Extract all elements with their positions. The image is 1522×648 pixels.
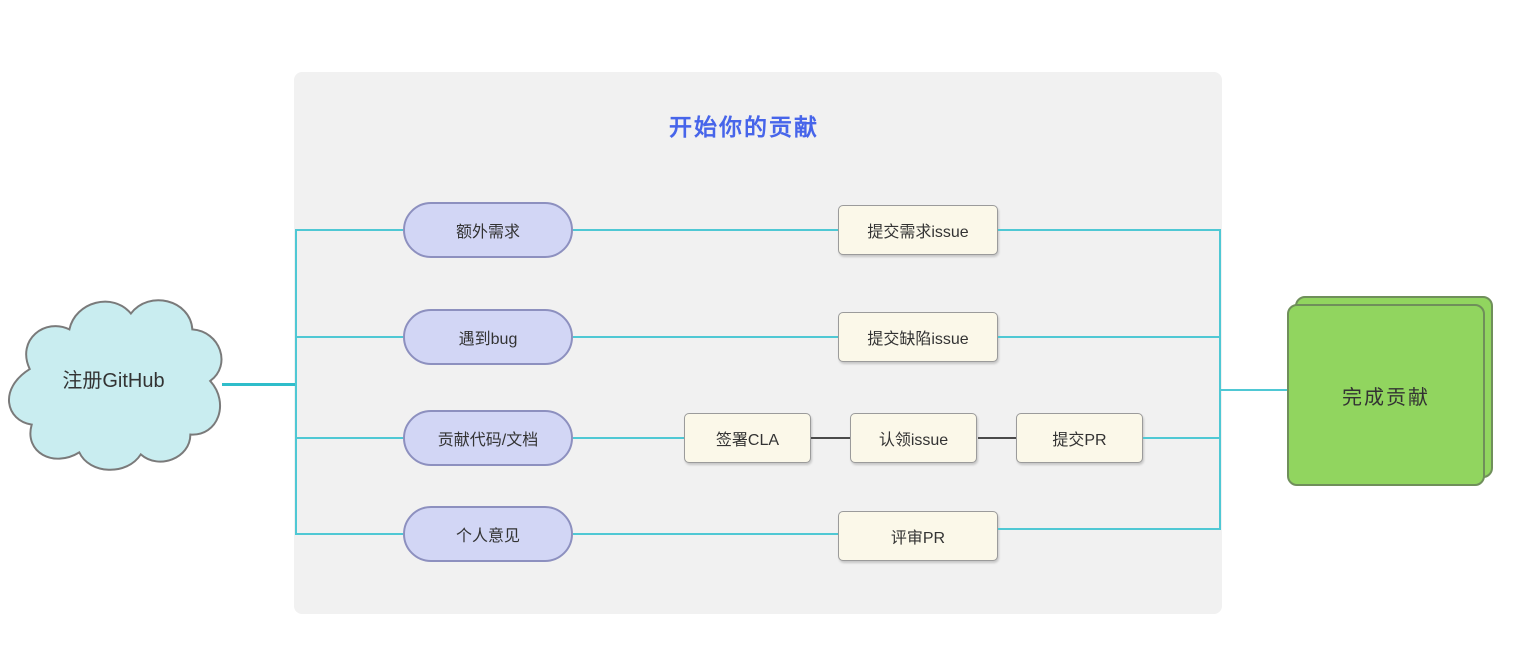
source-node-label: 遇到bug: [458, 331, 518, 348]
step-node-label: 签署CLA: [715, 432, 780, 449]
step-node-label: 评审PR: [890, 530, 946, 547]
connector-row1-right: [998, 229, 1220, 231]
connector-row2: [573, 336, 838, 338]
end-node-label: 完成贡献: [1342, 386, 1430, 409]
connector-cloud-to-trunk: [222, 383, 296, 386]
connector-branch-3: [296, 437, 403, 439]
start-cloud-node: [0, 272, 234, 484]
source-node-label: 贡献代码/文档: [437, 432, 539, 449]
source-node-extra-demand: 额外需求: [403, 202, 573, 258]
connector-row3-right: [1143, 437, 1220, 439]
step-node-submit-defect-issue: 提交缺陷issue: [838, 312, 998, 362]
connector-row1: [573, 229, 838, 231]
connector-branch-4: [296, 533, 403, 535]
connector-row3: [573, 437, 684, 439]
source-node-label: 个人意见: [455, 528, 520, 545]
connector-row4: [573, 533, 838, 535]
end-node-finish-contribution: 完成贡献: [1287, 304, 1485, 486]
connector-right-trunk: [1219, 229, 1221, 530]
source-node-label: 额外需求: [455, 224, 520, 241]
connector-row4-right: [998, 528, 1220, 530]
connector-row2-right: [998, 336, 1220, 338]
connector-trunk-to-end: [1220, 389, 1287, 391]
step-node-submit-demand-issue: 提交需求issue: [838, 205, 998, 255]
connector-branch-2: [296, 336, 403, 338]
step-node-label: 认领issue: [878, 432, 949, 449]
source-node-contribute-code-docs: 贡献代码/文档: [403, 410, 573, 466]
source-node-found-bug: 遇到bug: [403, 309, 573, 365]
step-node-review-pr: 评审PR: [838, 511, 998, 561]
connector-claim-to-pr: [978, 437, 1016, 439]
source-node-personal-opinion: 个人意见: [403, 506, 573, 562]
start-node-label: 注册GitHub: [62, 370, 165, 392]
step-node-label: 提交需求issue: [867, 224, 969, 241]
panel-title: 开始你的贡献: [669, 114, 819, 140]
connector-branch-1: [296, 229, 403, 231]
step-node-sign-cla: 签署CLA: [684, 413, 811, 463]
step-node-submit-pr: 提交PR: [1016, 413, 1143, 463]
step-node-label: 提交PR: [1052, 432, 1107, 449]
step-node-label: 提交缺陷issue: [867, 331, 969, 348]
connector-cla-to-claim: [811, 437, 850, 439]
step-node-claim-issue: 认领issue: [850, 413, 977, 463]
connector-left-trunk: [295, 229, 297, 535]
cloud-shape-icon: [8, 299, 223, 471]
